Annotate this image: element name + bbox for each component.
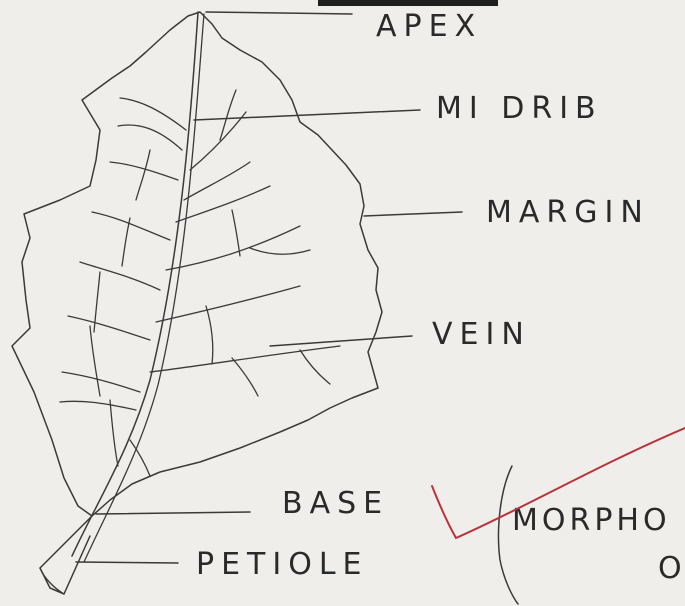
top-edge-bar [318, 0, 498, 6]
label-petiole: PETIOLE [196, 547, 369, 582]
petiole-shape [40, 516, 92, 594]
petiole-leader-line [76, 562, 178, 563]
caption-line-1: MORPHO [512, 503, 671, 538]
margin-leader-line [364, 212, 462, 216]
base-leader-line [96, 512, 250, 514]
midrib-line-inner [84, 14, 204, 562]
vein-leader-line [270, 336, 412, 346]
label-base: BASE [282, 486, 389, 521]
leaf-veins [60, 90, 340, 476]
label-margin: MARGIN [486, 195, 650, 230]
apex-leader-line [206, 12, 352, 14]
caption-line-2: O [658, 551, 685, 586]
label-midrib: MI DRIB [436, 91, 603, 126]
petiole-end [40, 568, 64, 594]
label-apex: APEX [376, 9, 482, 44]
label-vein: VEIN [432, 317, 531, 352]
